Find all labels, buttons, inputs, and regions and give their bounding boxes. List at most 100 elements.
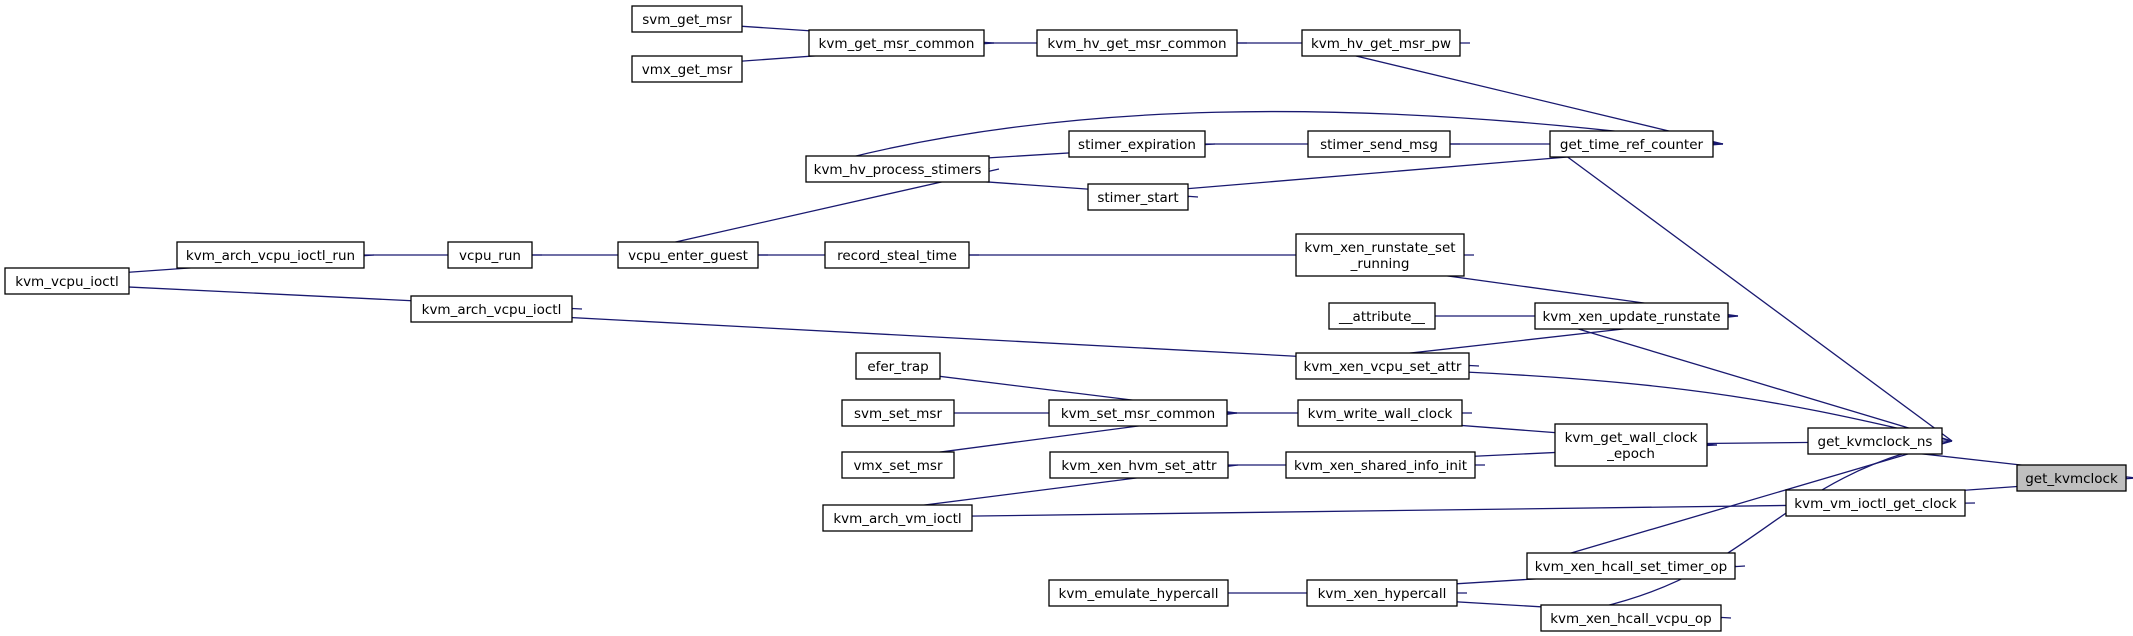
node-get-kvmclock-ns[interactable]: get_kvmclock_ns: [1807, 427, 1943, 455]
node-label: kvm_arch_vcpu_ioctl_run: [186, 248, 355, 264]
node-label: vcpu_enter_guest: [628, 248, 748, 264]
node-box: [1295, 352, 1470, 380]
edge-line: [1534, 315, 1953, 442]
node-box: [1328, 302, 1436, 330]
node-box: [1068, 130, 1206, 158]
node-label: kvm_hv_get_msr_pw: [1311, 36, 1451, 52]
node-kvm-xen-hcall-set-timer-op[interactable]: kvm_xen_hcall_set_timer_op: [1526, 552, 1736, 580]
node-box: [1526, 552, 1736, 580]
node-label: kvm_xen_hcall_set_timer_op: [1535, 559, 1727, 575]
node-kvm-write-wall-clock[interactable]: kvm_write_wall_clock: [1297, 399, 1463, 427]
node-kvm-arch-vcpu-ioctl[interactable]: kvm_arch_vcpu_ioctl: [410, 295, 573, 323]
node-kvm-xen-hypercall[interactable]: kvm_xen_hypercall: [1306, 579, 1458, 607]
node-kvm-vcpu-ioctl[interactable]: kvm_vcpu_ioctl: [4, 267, 130, 295]
node-label: _running: [1350, 256, 1410, 272]
node-label: kvm_emulate_hypercall: [1059, 586, 1219, 602]
node-box: [1306, 579, 1458, 607]
node-box: [1785, 489, 1966, 517]
node-kvm-get-msr-common[interactable]: kvm_get_msr_common: [808, 29, 985, 57]
node-svm-get-msr[interactable]: svm_get_msr: [631, 5, 743, 33]
node-kvm-set-msr-common[interactable]: kvm_set_msr_common: [1048, 399, 1228, 427]
node-label: kvm_xen_hcall_vcpu_op: [1550, 611, 1712, 627]
node-label: kvm_vm_ioctl_get_clock: [1794, 496, 1957, 512]
node-label: kvm_xen_vcpu_set_attr: [1304, 359, 1462, 375]
node-label: kvm_hv_get_msr_common: [1047, 36, 1226, 52]
node-box: [1048, 399, 1228, 427]
node-vmx-set-msr[interactable]: vmx_set_msr: [841, 451, 955, 479]
node-kvm-hv-get-msr-pw[interactable]: kvm_hv_get_msr_pw: [1301, 29, 1461, 57]
node-box: [447, 241, 533, 269]
node-record-steal-time[interactable]: record_steal_time: [824, 241, 970, 269]
node-label: kvm_set_msr_common: [1061, 406, 1215, 422]
node-label: _epoch: [1606, 446, 1655, 462]
node-kvm-xen-runstate-set-running[interactable]: kvm_xen_runstate_set_running: [1295, 233, 1465, 277]
node-kvm-arch-vm-ioctl[interactable]: kvm_arch_vm_ioctl: [822, 504, 973, 532]
node-label: get_time_ref_counter: [1560, 137, 1704, 153]
node-box: [1549, 130, 1714, 158]
node-label: kvm_xen_runstate_set: [1304, 240, 1455, 256]
node-box: [1807, 427, 1943, 455]
node-label: kvm_xen_shared_info_init: [1294, 458, 1467, 474]
node-box: [1049, 451, 1229, 479]
edge-kvm-xen-update-runstate-to-get-kvmclock-ns: [1534, 315, 1953, 443]
node-kvm-xen-update-runstate[interactable]: kvm_xen_update_runstate: [1534, 302, 1729, 330]
node-kvm-get-wall-clock-epoch[interactable]: kvm_get_wall_clock_epoch: [1554, 423, 1708, 467]
node-label: vmx_get_msr: [642, 62, 733, 78]
node-get-kvmclock[interactable]: get_kvmclock: [2016, 464, 2127, 492]
edge-line: [805, 110, 1724, 170]
node-label: kvm_xen_hvm_set_attr: [1061, 458, 1217, 474]
node-box: [617, 241, 759, 269]
node-box: [176, 241, 365, 269]
node-box: [855, 352, 941, 380]
node-box: [631, 55, 743, 83]
node-efer-trap[interactable]: efer_trap: [855, 352, 941, 380]
node-box: [1087, 183, 1189, 211]
node-label: get_kvmclock: [2025, 471, 2118, 487]
node-box: [1534, 302, 1729, 330]
node-box: [805, 155, 990, 183]
node-label: svm_get_msr: [642, 12, 732, 28]
edge-line: [617, 168, 1000, 256]
node-kvm-hv-process-stimers[interactable]: kvm_hv_process_stimers: [805, 155, 990, 183]
node-label: kvm_xen_hypercall: [1318, 586, 1447, 602]
node-label: get_kvmclock_ns: [1818, 434, 1933, 450]
node-box: [822, 504, 973, 532]
node-label: efer_trap: [867, 359, 928, 375]
node-kvm-xen-hcall-vcpu-op[interactable]: kvm_xen_hcall_vcpu_op: [1540, 604, 1722, 632]
node-label: record_steal_time: [837, 248, 957, 264]
node-kvm-xen-vcpu-set-attr[interactable]: kvm_xen_vcpu_set_attr: [1295, 352, 1470, 380]
node-vcpu-run[interactable]: vcpu_run: [447, 241, 533, 269]
node-stimer-start[interactable]: stimer_start: [1087, 183, 1189, 211]
edge-layer: [4, 18, 2133, 623]
node-box: [841, 451, 955, 479]
node-label: kvm_write_wall_clock: [1308, 406, 1453, 422]
node-kvm-xen-shared-info-init[interactable]: kvm_xen_shared_info_init: [1285, 451, 1476, 479]
node-svm-set-msr[interactable]: svm_set_msr: [841, 399, 955, 427]
node-label: svm_set_msr: [854, 406, 942, 422]
node-box: [2016, 464, 2127, 492]
node-kvm-arch-vcpu-ioctl-run[interactable]: kvm_arch_vcpu_ioctl_run: [176, 241, 365, 269]
node-get-time-ref-counter[interactable]: get_time_ref_counter: [1549, 130, 1714, 158]
node-kvm-hv-get-msr-common[interactable]: kvm_hv_get_msr_common: [1036, 29, 1238, 57]
node-box: [1048, 579, 1229, 607]
node-vmx-get-msr[interactable]: vmx_get_msr: [631, 55, 743, 83]
node-stimer-expiration[interactable]: stimer_expiration: [1068, 130, 1206, 158]
node-label: kvm_get_wall_clock: [1565, 430, 1698, 446]
node-label: __attribute__: [1338, 309, 1425, 325]
node-box: [1554, 423, 1708, 467]
node-label: kvm_vcpu_ioctl: [15, 274, 118, 290]
node-layer: svm_get_msr vmx_get_msr kvm_get_msr_common…: [4, 5, 2127, 632]
node-kvm-emulate-hypercall[interactable]: kvm_emulate_hypercall: [1048, 579, 1229, 607]
node-vcpu-enter-guest[interactable]: vcpu_enter_guest: [617, 241, 759, 269]
node-attribute[interactable]: __attribute__: [1328, 302, 1436, 330]
node-kvm-xen-hvm-set-attr[interactable]: kvm_xen_hvm_set_attr: [1049, 451, 1229, 479]
node-stimer-send-msg[interactable]: stimer_send_msg: [1307, 130, 1451, 158]
node-box: [1301, 29, 1461, 57]
node-kvm-vm-ioctl-get-clock[interactable]: kvm_vm_ioctl_get_clock: [1785, 489, 1966, 517]
node-box: [824, 241, 970, 269]
node-label: kvm_arch_vm_ioctl: [833, 511, 961, 527]
node-box: [1295, 233, 1465, 277]
node-label: stimer_send_msg: [1320, 137, 1438, 153]
node-box: [631, 5, 743, 33]
edge-line: [1301, 42, 1724, 145]
